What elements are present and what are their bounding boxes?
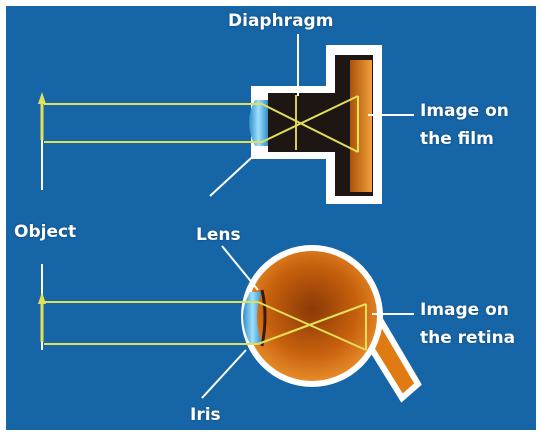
label-lens: Lens	[196, 224, 241, 246]
label-image-on-retina-line1: Image on	[420, 299, 509, 321]
label-object: Object	[14, 221, 76, 243]
label-image-on-retina-line2: the retina	[420, 327, 515, 349]
label-image-on-film-line2: the film	[420, 128, 494, 150]
label-diaphragm: Diaphragm	[228, 10, 333, 32]
label-image-on-film-line1: Image on	[420, 100, 509, 122]
label-iris: Iris	[190, 404, 221, 426]
camera-film	[350, 60, 372, 192]
